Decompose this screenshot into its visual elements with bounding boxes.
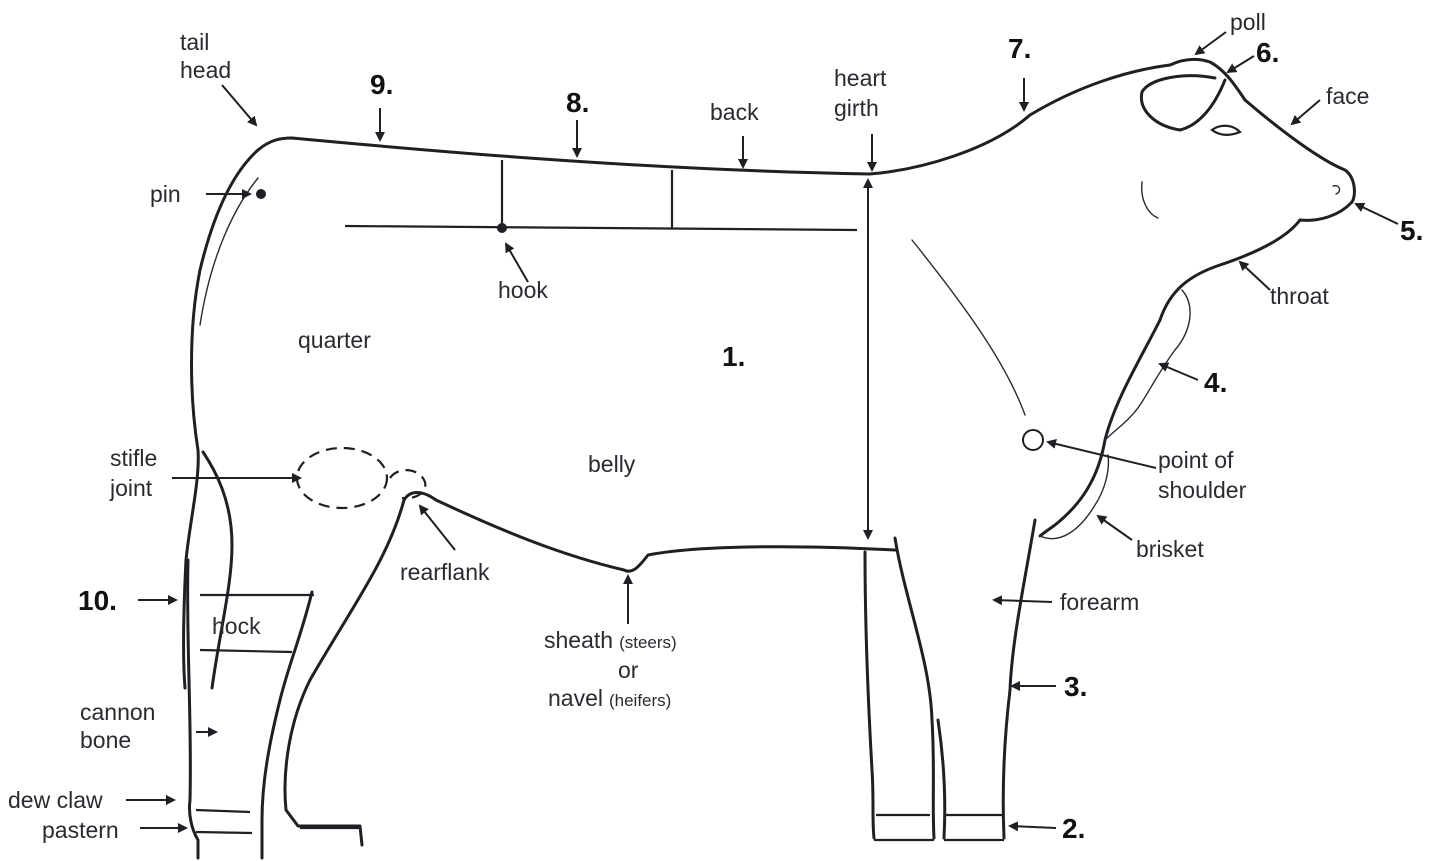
navel-label-note: (heifers) bbox=[609, 691, 671, 710]
number-10: 10. bbox=[78, 585, 117, 616]
number-8: 8. bbox=[566, 87, 589, 118]
pin-dot bbox=[256, 189, 266, 199]
stifle-joint-label-line1: stifle bbox=[110, 445, 157, 471]
or-label: or bbox=[618, 657, 639, 683]
tail-head-label-line2: head bbox=[180, 57, 231, 83]
point-of-shoulder-label-line1: point of bbox=[1158, 447, 1234, 473]
poll-label: poll bbox=[1230, 9, 1266, 35]
number-1: 1. bbox=[722, 341, 745, 372]
stifle-joint-outline bbox=[297, 448, 387, 508]
heart-girth-label-line2: girth bbox=[834, 95, 879, 121]
hook-dot bbox=[497, 223, 507, 233]
heart-girth-label-line1: heart bbox=[834, 65, 887, 91]
sheath-label-main: sheath bbox=[544, 627, 613, 653]
number-2: 2. bbox=[1062, 813, 1085, 844]
sheath-label: sheath (steers) bbox=[544, 627, 677, 653]
pin-label: pin bbox=[150, 181, 181, 207]
tail-head-label-line1: tail bbox=[180, 29, 209, 55]
point-of-shoulder-circle bbox=[1023, 430, 1043, 450]
point-of-shoulder-label-line2: shoulder bbox=[1158, 477, 1247, 503]
sheath-label-note: (steers) bbox=[619, 633, 677, 652]
label-arrows bbox=[126, 32, 1398, 828]
pastern-label: pastern bbox=[42, 817, 119, 843]
number-4: 4. bbox=[1204, 367, 1227, 398]
belly-label: belly bbox=[588, 451, 636, 477]
number-9: 9. bbox=[370, 69, 393, 100]
number-3: 3. bbox=[1064, 671, 1087, 702]
navel-label-main: navel bbox=[548, 685, 603, 711]
brisket-label: brisket bbox=[1136, 536, 1204, 562]
rearflank-label: rearflank bbox=[400, 559, 490, 585]
dew-claw-label: dew claw bbox=[8, 787, 103, 813]
cannon-bone-label-line2: bone bbox=[80, 727, 131, 753]
throat-label: throat bbox=[1270, 283, 1329, 309]
cannon-bone-label-line1: cannon bbox=[80, 699, 155, 725]
face-label: face bbox=[1326, 83, 1369, 109]
forearm-label: forearm bbox=[1060, 589, 1139, 615]
number-5: 5. bbox=[1400, 215, 1423, 246]
navel-label: navel (heifers) bbox=[548, 685, 671, 711]
number-7: 7. bbox=[1008, 33, 1031, 64]
number-6: 6. bbox=[1256, 37, 1279, 68]
back-label: back bbox=[710, 99, 759, 125]
hook-label: hook bbox=[498, 277, 548, 303]
hock-label: hock bbox=[212, 613, 261, 639]
quarter-label: quarter bbox=[298, 327, 371, 353]
stifle-joint-label-line2: joint bbox=[109, 475, 153, 501]
